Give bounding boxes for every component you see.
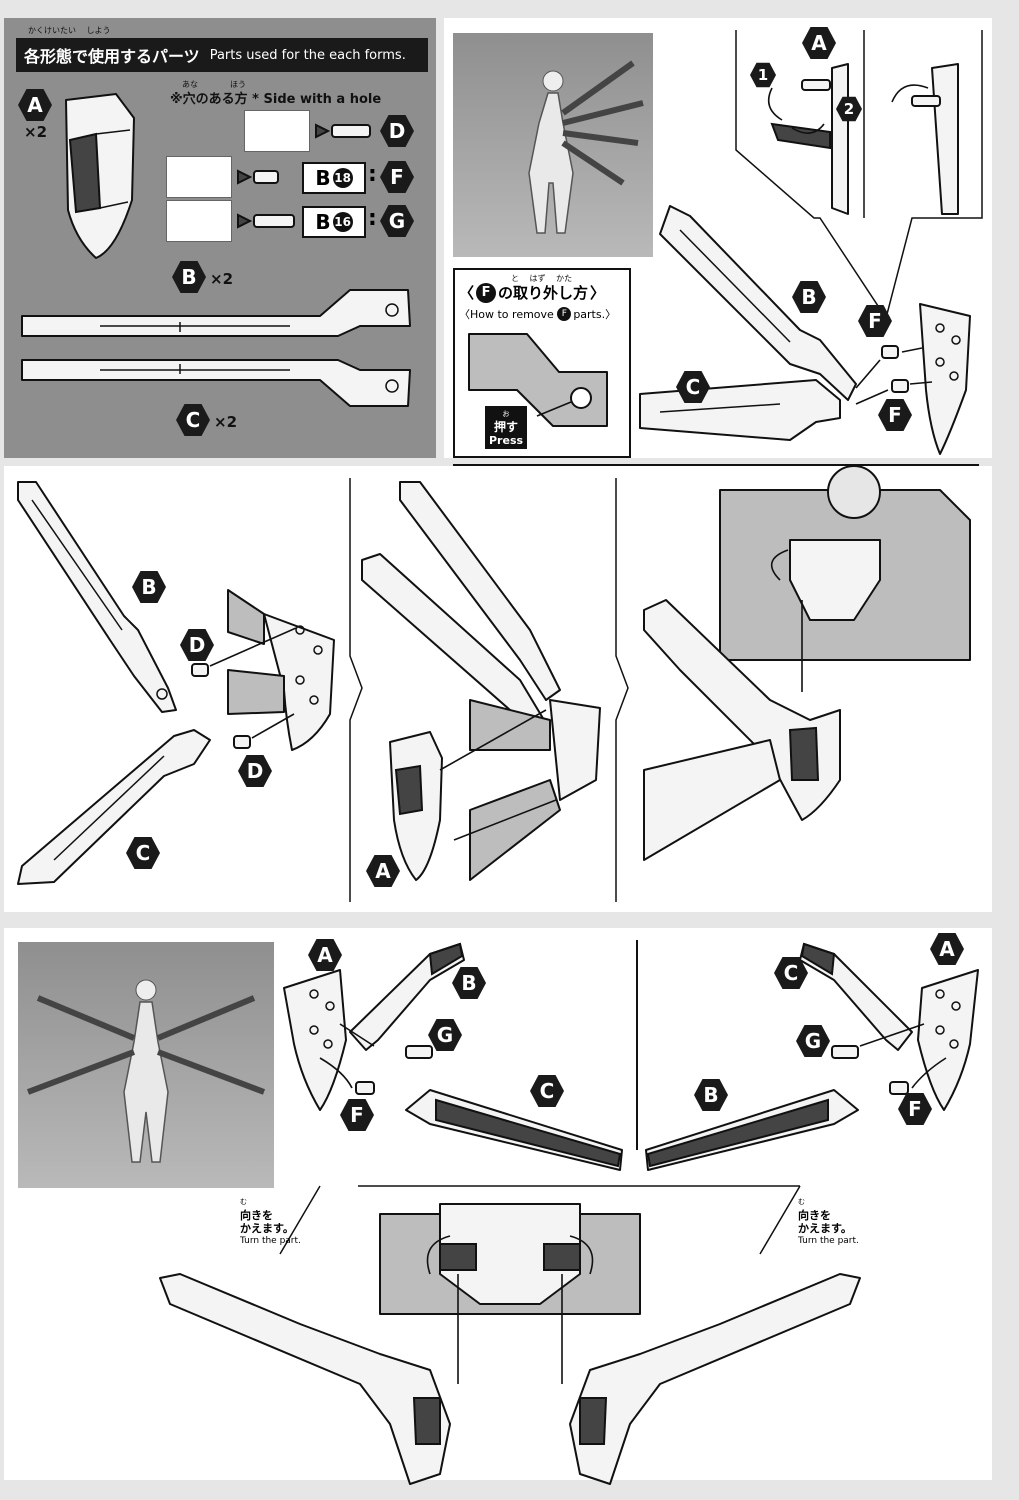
- step1-label-a: A: [802, 27, 836, 59]
- runner-colon-1: :: [368, 162, 377, 187]
- step1-divider: [453, 464, 979, 466]
- robot-figure-spread: [26, 979, 266, 1163]
- label-g: G: [380, 205, 414, 237]
- label-a-count: ×2: [24, 123, 48, 141]
- step3-label-a-right: A: [930, 933, 964, 965]
- removal-title-jp: の取り外し方: [498, 284, 589, 302]
- turn-ruby-left: む: [240, 1198, 247, 1206]
- hole-note-jp: ※穴のある方: [170, 92, 248, 107]
- step1-label-b: B: [792, 281, 826, 313]
- pin-g-drawing: [237, 213, 295, 229]
- runner-b18-number: 18: [332, 168, 353, 188]
- pin-g-row: B 16 : G: [166, 200, 426, 244]
- hole-note: ※穴のある方 * Side with a hole: [170, 88, 381, 107]
- press-ruby: お: [502, 410, 510, 418]
- parts-panel: 各形態で使用するパーツ Parts used for the each form…: [4, 18, 436, 458]
- step3-label-f-right: F: [898, 1093, 932, 1125]
- press-jp: 押す: [494, 420, 519, 434]
- part-b-drawing: [21, 289, 411, 337]
- turn-ruby-right: む: [798, 1198, 805, 1206]
- pin-f-socket-image: [166, 156, 232, 198]
- runner-b16: B 16: [302, 206, 366, 238]
- removal-title-close: 〉: [590, 284, 606, 302]
- step3-label-g-right: G: [796, 1025, 830, 1057]
- parts-header: 各形態で使用するパーツ Parts used for the each form…: [16, 38, 428, 72]
- pin-d-socket-image: [244, 110, 310, 152]
- runner-b16-letter: B: [315, 210, 331, 234]
- step2-label-d1: D: [180, 629, 214, 661]
- step1-label-c: C: [676, 371, 710, 403]
- removal-subtitle-after: parts.〉: [573, 308, 617, 321]
- part-a-drawing: [65, 93, 135, 259]
- removal-title-ruby: と はず かた: [511, 274, 573, 283]
- pin-g-socket-image: [166, 200, 232, 242]
- turn-note-right: む 向きを かえます。 Turn the part.: [798, 1196, 859, 1248]
- step1-callout: [735, 30, 983, 320]
- runner-colon-2: :: [368, 206, 377, 231]
- removal-box: と はず かた 〈 F の取り外し方 〉 〈How to remove F pa…: [453, 268, 631, 458]
- parts-header-ruby: かくけいたい しよう: [28, 26, 111, 35]
- step3-label-c-left: C: [530, 1075, 564, 1107]
- pin-d-row: D: [244, 110, 424, 154]
- hole-note-en: * Side with a hole: [252, 92, 382, 107]
- step3-left-drawing: [283, 942, 623, 1171]
- turn-jp-left: 向きを かえます。: [240, 1209, 294, 1235]
- removal-title-part: F: [476, 282, 497, 303]
- robot-photo-top: [453, 33, 653, 257]
- label-b: B: [172, 261, 206, 293]
- step3-mid-divider: [636, 940, 638, 1150]
- step2b-drawing: [361, 481, 601, 881]
- step1-assembly: [639, 205, 971, 455]
- turn-jp-right: 向きを かえます。: [798, 1209, 852, 1235]
- label-d: D: [380, 115, 414, 147]
- label-b-count: ×2: [210, 270, 234, 288]
- label-c: C: [176, 404, 210, 436]
- parts-header-en: Parts used for the each forms.: [209, 47, 406, 63]
- removal-subtitle-part: F: [557, 307, 572, 321]
- step1-panel: と はず かた 〈 F の取り外し方 〉 〈How to remove F pa…: [444, 18, 992, 466]
- robot-figure: [528, 60, 644, 234]
- parts-header-jp: 各形態で使用するパーツ: [24, 47, 200, 66]
- step2c-drawing: [643, 465, 971, 861]
- step2-panel: B D D C A: [4, 465, 992, 912]
- removal-drawing: [468, 333, 608, 427]
- step2-label-c: C: [126, 837, 160, 869]
- robot-photo-bottom: [18, 942, 274, 1188]
- step3-right-drawing: [645, 942, 979, 1171]
- label-c-count: ×2: [214, 413, 238, 431]
- removal-title: 〈 F の取り外し方 〉: [459, 282, 605, 303]
- step3-bottom-drawing: [159, 1185, 861, 1485]
- step2-dividers: [349, 478, 629, 902]
- step3-label-b-right: B: [694, 1079, 728, 1111]
- press-label: お 押す Press: [485, 406, 528, 449]
- pin-f-row: B 18 : F: [166, 156, 426, 200]
- hole-note-ruby: あな ほう: [182, 80, 246, 89]
- step1-label-f1: F: [858, 305, 892, 337]
- part-c-drawing: [21, 359, 411, 407]
- pin-d-drawing: [315, 123, 371, 139]
- turn-en-left: Turn the part.: [240, 1236, 301, 1246]
- turn-en-right: Turn the part.: [798, 1236, 859, 1246]
- runner-b16-number: 16: [332, 212, 353, 232]
- turn-note-left: む 向きを かえます。 Turn the part.: [240, 1196, 301, 1248]
- removal-title-open: 〈: [459, 284, 475, 302]
- runner-b18: B 18: [302, 162, 366, 194]
- step3-panel: A B G C F C A G B F む 向きを かえます。 Turn the…: [4, 928, 992, 1485]
- removal-subtitle-before: 〈How to remove: [459, 308, 558, 321]
- removal-subtitle: 〈How to remove F parts.〉: [459, 306, 616, 322]
- runner-b18-letter: B: [315, 166, 331, 190]
- step1-label-f2: F: [878, 399, 912, 431]
- step3-label-c-right: C: [774, 957, 808, 989]
- step2a-drawing: [17, 481, 335, 885]
- step2-label-b: B: [132, 571, 166, 603]
- label-a: A: [18, 89, 52, 121]
- pin-f-drawing: [237, 169, 279, 185]
- press-en: Press: [489, 434, 524, 447]
- label-f: F: [380, 161, 414, 193]
